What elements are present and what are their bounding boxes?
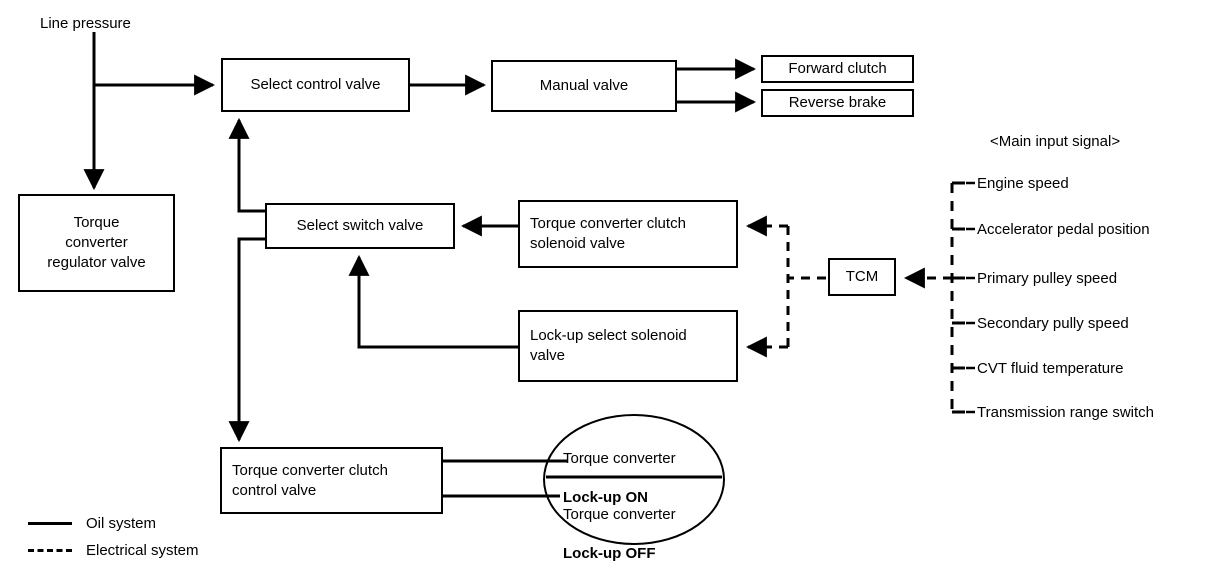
node-torque-converter-clutch-solenoid-valve-label: Torque converter clutch solenoid valve	[530, 215, 686, 252]
node-tcm[interactable]: TCM	[828, 258, 896, 296]
signal-item-cvt-fluid-temperature: CVT fluid temperature	[977, 360, 1124, 377]
lockup-on-line1: Torque converter	[563, 449, 676, 467]
node-reverse-brake-label: Reverse brake	[788, 94, 887, 112]
signal-item-primary-pulley-speed: Primary pulley speed	[977, 270, 1118, 287]
legend-solid-line-icon	[28, 522, 72, 525]
legend-oil-system: Oil system	[28, 515, 156, 532]
node-torque-converter-clutch-control-valve[interactable]: Torque converter clutch control valve	[220, 447, 443, 514]
node-forward-clutch-label: Forward clutch	[788, 60, 887, 78]
node-torque-converter-regulator-valve-label: Torque converter regulator valve	[47, 214, 146, 271]
lockup-on-label: Torque converter Lock-up ON	[563, 429, 676, 527]
lockup-state-ellipse	[543, 414, 725, 545]
lockup-solenoid-to-select-switch-valve	[348, 254, 518, 349]
node-select-switch-valve-label: Select switch valve	[296, 217, 424, 235]
legend-oil-system-label: Oil system	[86, 515, 157, 532]
legend-electrical-system: Electrical system	[28, 542, 199, 559]
lockup-off-line2: Lock-up OFF	[563, 544, 656, 562]
node-reverse-brake[interactable]: Reverse brake	[761, 89, 914, 117]
node-torque-converter-clutch-solenoid-valve[interactable]: Torque converter clutch solenoid valve	[518, 200, 738, 268]
main-input-signal-heading: <Main input signal>	[990, 133, 1121, 150]
node-manual-valve-label: Manual valve	[539, 77, 629, 95]
node-select-control-valve[interactable]: Select control valve	[221, 58, 410, 112]
node-manual-valve[interactable]: Manual valve	[491, 60, 677, 112]
line-pressure-label: Line pressure	[40, 15, 131, 32]
signal-item-secondary-pully-speed: Secondary pully speed	[977, 315, 1129, 332]
node-select-control-valve-label: Select control valve	[250, 76, 381, 94]
legend-dashed-line-icon	[28, 549, 72, 552]
lockup-off-line1: Torque converter	[563, 505, 676, 523]
signal-item-engine-speed: Engine speed	[977, 175, 1069, 192]
node-lock-up-select-solenoid-valve[interactable]: Lock-up select solenoid valve	[518, 310, 738, 382]
node-forward-clutch[interactable]: Forward clutch	[761, 55, 914, 83]
signal-item-transmission-range-switch: Transmission range switch	[977, 404, 1155, 421]
node-tcm-label: TCM	[845, 268, 879, 286]
select-switch-to-select-control-valve	[228, 117, 265, 213]
node-lock-up-select-solenoid-valve-label: Lock-up select solenoid valve	[530, 327, 687, 364]
node-select-switch-valve[interactable]: Select switch valve	[265, 203, 455, 249]
legend-electrical-system-label: Electrical system	[86, 542, 199, 559]
lockup-on-line2: Lock-up ON	[563, 488, 648, 506]
lockup-off-label: Torque converter Lock-up OFF	[563, 485, 676, 582]
node-torque-converter-regulator-valve[interactable]: Torque converter regulator valve	[18, 194, 175, 292]
signal-item-accelerator-pedal-position: Accelerator pedal position	[977, 221, 1150, 238]
node-torque-converter-clutch-control-valve-label: Torque converter clutch control valve	[232, 461, 388, 499]
select-switch-to-tcc-control-valve	[228, 237, 265, 443]
